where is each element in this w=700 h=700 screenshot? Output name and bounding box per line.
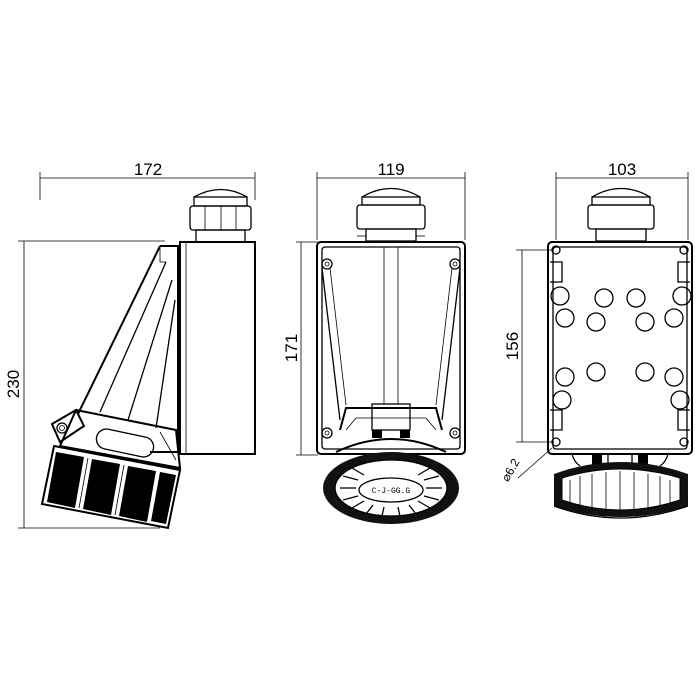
knockout-icon <box>586 312 606 332</box>
knockout-icon <box>664 367 684 387</box>
back-width-label: 103 <box>608 160 636 179</box>
side-height-dimension: 230 <box>4 240 165 529</box>
front-cable-gland <box>356 187 426 242</box>
side-width-dimension: 172 <box>39 160 256 200</box>
mounting-hole-icon <box>551 245 561 255</box>
mounting-hole-icon <box>551 437 561 447</box>
back-knockouts <box>550 286 692 410</box>
front-corner-screws <box>321 258 461 439</box>
front-socket-housing <box>335 403 447 453</box>
knockout-icon <box>552 390 572 410</box>
knockout-icon <box>555 308 575 328</box>
side-socket-body <box>58 408 182 470</box>
front-width-dimension: 119 <box>316 160 466 240</box>
mounting-hole-icon <box>679 245 689 255</box>
side-enclosure <box>177 241 256 455</box>
side-view: 172 230 <box>4 160 256 530</box>
side-height-label: 230 <box>4 370 23 398</box>
front-enclosure <box>316 241 466 455</box>
side-angled-housing <box>77 245 179 453</box>
knockout-icon <box>635 362 655 382</box>
back-height-label: 156 <box>503 332 522 360</box>
back-socket-ring <box>553 453 689 519</box>
side-cable-gland <box>189 188 252 243</box>
knockout-icon <box>555 367 575 387</box>
screw-icon <box>449 258 461 270</box>
knockout-icon <box>586 362 606 382</box>
front-view: 119 171 <box>282 160 466 524</box>
front-height-label: 171 <box>282 334 301 362</box>
screw-icon <box>321 258 333 270</box>
back-cable-gland <box>587 187 655 242</box>
screw-icon <box>449 427 461 439</box>
back-hole-dimension: ⌀6.2 <box>498 447 553 484</box>
front-height-dimension: 171 <box>282 241 318 456</box>
front-ring-label: C-J-GG.G <box>372 487 411 496</box>
knockout-icon <box>550 286 570 306</box>
side-knurled-ring <box>40 444 182 530</box>
mounting-hole-icon <box>679 437 689 447</box>
front-width-label: 119 <box>377 160 404 179</box>
back-height-dimension: 156 <box>503 249 552 443</box>
knockout-icon <box>664 308 684 328</box>
back-enclosure <box>547 241 693 455</box>
front-knurled-ring: C-J-GG.G <box>323 452 459 524</box>
knockout-icon <box>670 390 690 410</box>
knockout-icon <box>626 288 646 308</box>
back-view: 103 156 ⌀6.2 <box>498 160 693 519</box>
side-width-label: 172 <box>134 160 162 179</box>
knockout-icon <box>672 286 692 306</box>
back-hole-label: ⌀6.2 <box>498 456 522 484</box>
screw-icon <box>321 427 333 439</box>
ring-fins <box>340 467 442 517</box>
knockout-icon <box>635 312 655 332</box>
knockout-icon <box>594 288 614 308</box>
back-ring-ribs <box>569 471 671 513</box>
back-mounting-slots <box>550 245 690 447</box>
back-width-dimension: 103 <box>555 160 689 240</box>
